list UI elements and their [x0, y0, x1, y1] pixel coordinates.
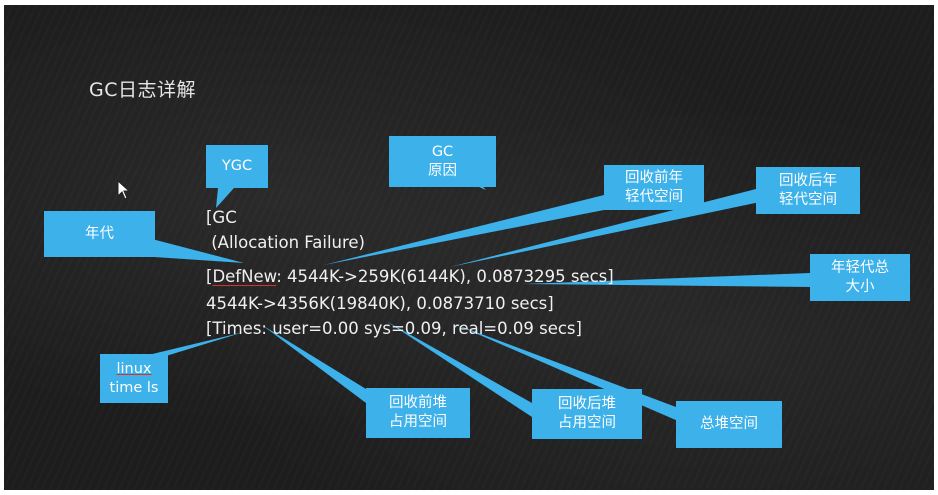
gc-log-line-2: (Allocation Failure)	[206, 233, 365, 252]
ygc-callout-text: YGC	[221, 158, 253, 174]
young-before-callout: 回收前年 轻代空间	[604, 165, 704, 210]
young-after-callout-line-1: 回收后年	[779, 172, 837, 189]
gc-cause-callout-line-1: GC	[431, 143, 454, 160]
heap-after-callout-line-1: 回收后堆	[558, 396, 616, 412]
heap-before-callout-line-2: 占用空间	[389, 414, 447, 430]
heap-total-callout: 总堆空间	[676, 401, 782, 448]
heap-before-pointer	[262, 325, 366, 403]
young-before-callout-line-2: 轻代空间	[625, 188, 683, 205]
heap-before-callout-line-1: 回收前堆	[389, 395, 447, 411]
young-total-callout-line-2: 大小	[845, 278, 875, 295]
slide: GC日志详解 [GC (Allocation Failure) [DefNew:…	[4, 5, 934, 490]
heap-before-callout: 回收前堆 占用空间	[366, 388, 470, 438]
heap-total-callout-text: 总堆空间	[700, 416, 758, 432]
heap-after-pointer	[386, 321, 532, 417]
gc-log-line-4: 4544K->4356K(19840K), 0.0873710 secs]	[206, 294, 554, 313]
gc-log-bracket: [	[206, 267, 213, 286]
mouse-cursor-icon	[117, 180, 131, 200]
linux-time-callout: linux time ls	[100, 354, 168, 403]
young-gen-stats: : 4544K->259K(6144K), 0.0873295 secs]	[276, 267, 614, 286]
ygc-callout: YGC	[206, 145, 268, 188]
linux-time-pointer	[144, 332, 244, 356]
young-after-callout-line-2: 轻代空间	[779, 191, 837, 208]
young-total-pointer	[524, 273, 812, 287]
gc-log-line-5: [Times: user=0.00 sys=0.09, real=0.09 se…	[206, 319, 582, 338]
heap-after-callout: 回收后堆 占用空间	[532, 389, 642, 439]
young-before-callout-line-1: 回收前年	[625, 169, 683, 186]
generation-callout: 年代	[44, 211, 155, 257]
generation-callout-text: 年代	[85, 225, 114, 242]
young-total-callout: 年轻代总 大小	[810, 254, 910, 301]
slide-title: GC日志详解	[89, 79, 196, 101]
gc-log-line-3: [DefNew: 4544K->259K(6144K), 0.0873295 s…	[206, 267, 614, 286]
gc-cause-callout-line-2: 原因	[428, 162, 457, 179]
young-after-callout: 回收后年 轻代空间	[756, 167, 860, 214]
linux-time-callout-line-1: linux	[116, 360, 152, 377]
defnew-label: DefNew	[212, 267, 277, 286]
young-before-pointer	[324, 195, 609, 265]
young-total-callout-line-1: 年轻代总	[831, 259, 889, 276]
gc-cause-callout: GC 原因	[389, 136, 496, 187]
heap-after-callout-line-2: 占用空间	[558, 415, 616, 431]
generation-pointer	[152, 239, 244, 263]
linux-time-callout-line-2: time ls	[109, 379, 159, 396]
gc-log-line-1: [GC	[206, 208, 237, 227]
ygc-pointer	[216, 188, 234, 208]
